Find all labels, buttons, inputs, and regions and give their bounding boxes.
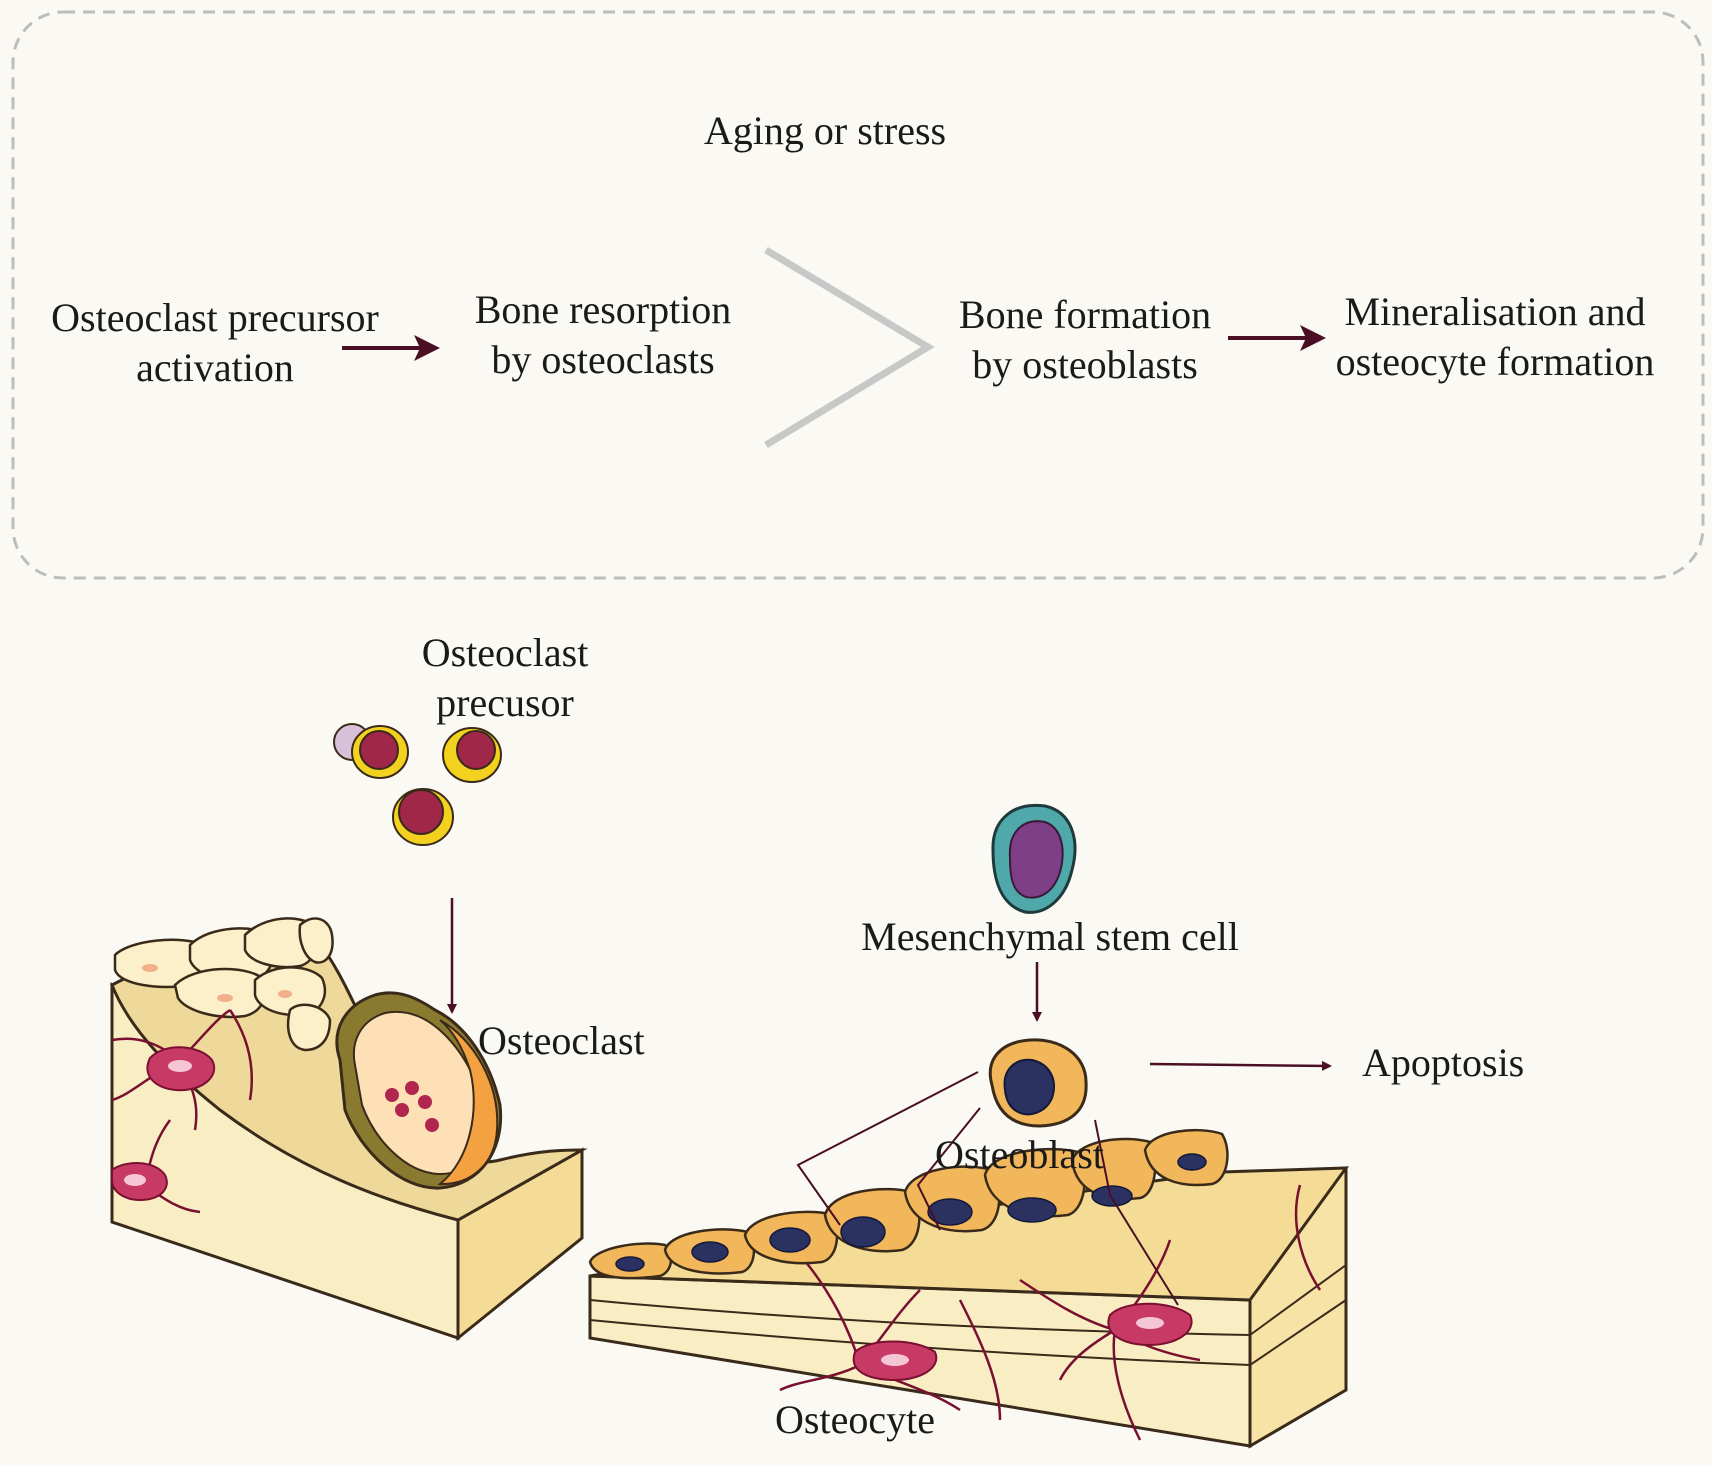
free-osteoblast <box>988 1038 1088 1128</box>
osteoclast-precursor-cells <box>333 723 502 846</box>
osteocyte-left-2 <box>111 1162 168 1202</box>
osteoblast-label: Osteoblast <box>935 1132 1104 1177</box>
condition-label: Aging or stress <box>703 108 947 153</box>
osteoclast-precursor-label: Osteoclast precusor <box>421 630 589 725</box>
greater-than-symbol <box>764 246 935 448</box>
step-osteoclast-precursor-activation: Osteoclast precursor activation <box>51 295 379 390</box>
osteoclast-cell <box>335 991 503 1190</box>
osteocyte-left <box>146 1046 215 1092</box>
resorption-bone-block <box>110 917 588 1342</box>
summary-box <box>11 10 1705 580</box>
osteocyte-right-1 <box>852 1340 938 1382</box>
apoptosis-label: Apoptosis <box>1362 1040 1525 1085</box>
formation-bone-block <box>588 1128 1350 1449</box>
osteocyte-right-2 <box>1107 1302 1193 1347</box>
mesenchymal-stem-cell-label: Mesenchymal stem cell <box>861 914 1239 959</box>
step-bone-formation: Bone formation by osteoblasts <box>958 292 1212 387</box>
osteoclast-label: Osteoclast <box>478 1018 645 1063</box>
arrow-osteoblast-to-apoptosis <box>1149 1060 1332 1071</box>
step-bone-resorption: Bone resorption by osteoclasts <box>474 287 732 382</box>
osteoblast-pointer-lines <box>796 1071 1179 1306</box>
step-mineralisation: Mineralisation and osteocyte formation <box>1335 289 1655 384</box>
osteocyte-label: Osteocyte <box>775 1397 935 1442</box>
mesenchymal-stem-cell <box>991 803 1077 914</box>
